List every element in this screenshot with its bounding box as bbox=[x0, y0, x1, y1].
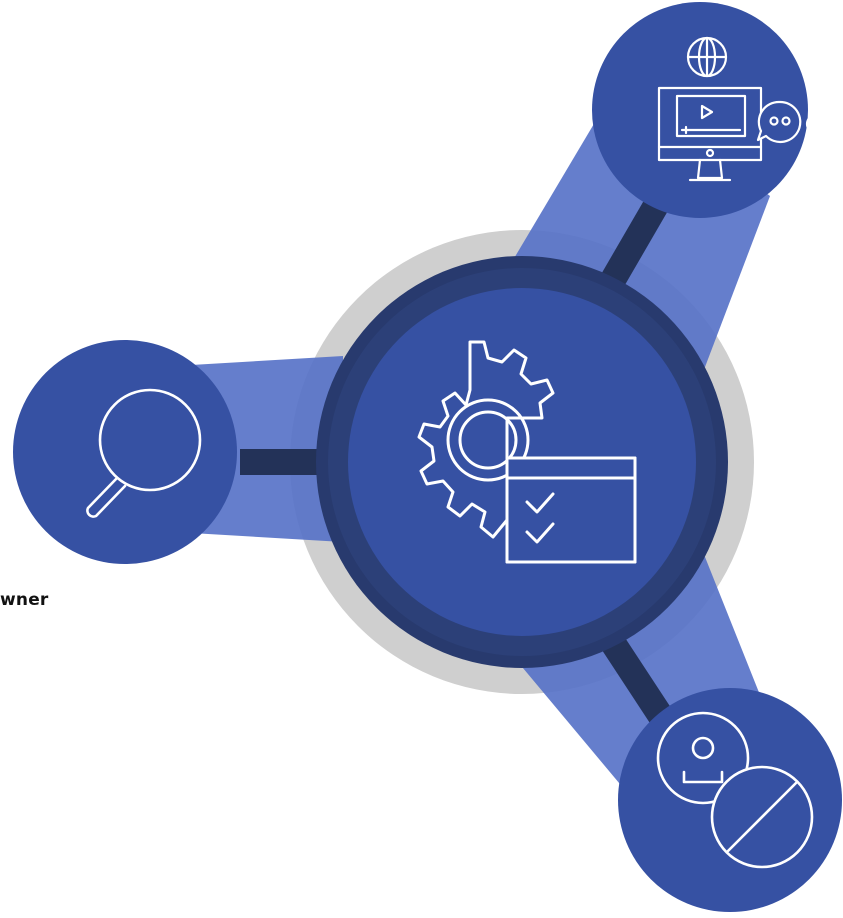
monitor-globe-chat-icon bbox=[657, 36, 828, 182]
user-block-icon bbox=[656, 711, 814, 869]
node-top-right bbox=[592, 2, 808, 218]
partial-node-label: wner bbox=[0, 590, 49, 610]
node-left bbox=[13, 340, 237, 564]
gear-checklist-icon bbox=[417, 340, 637, 564]
magnifier-icon bbox=[86, 388, 202, 518]
